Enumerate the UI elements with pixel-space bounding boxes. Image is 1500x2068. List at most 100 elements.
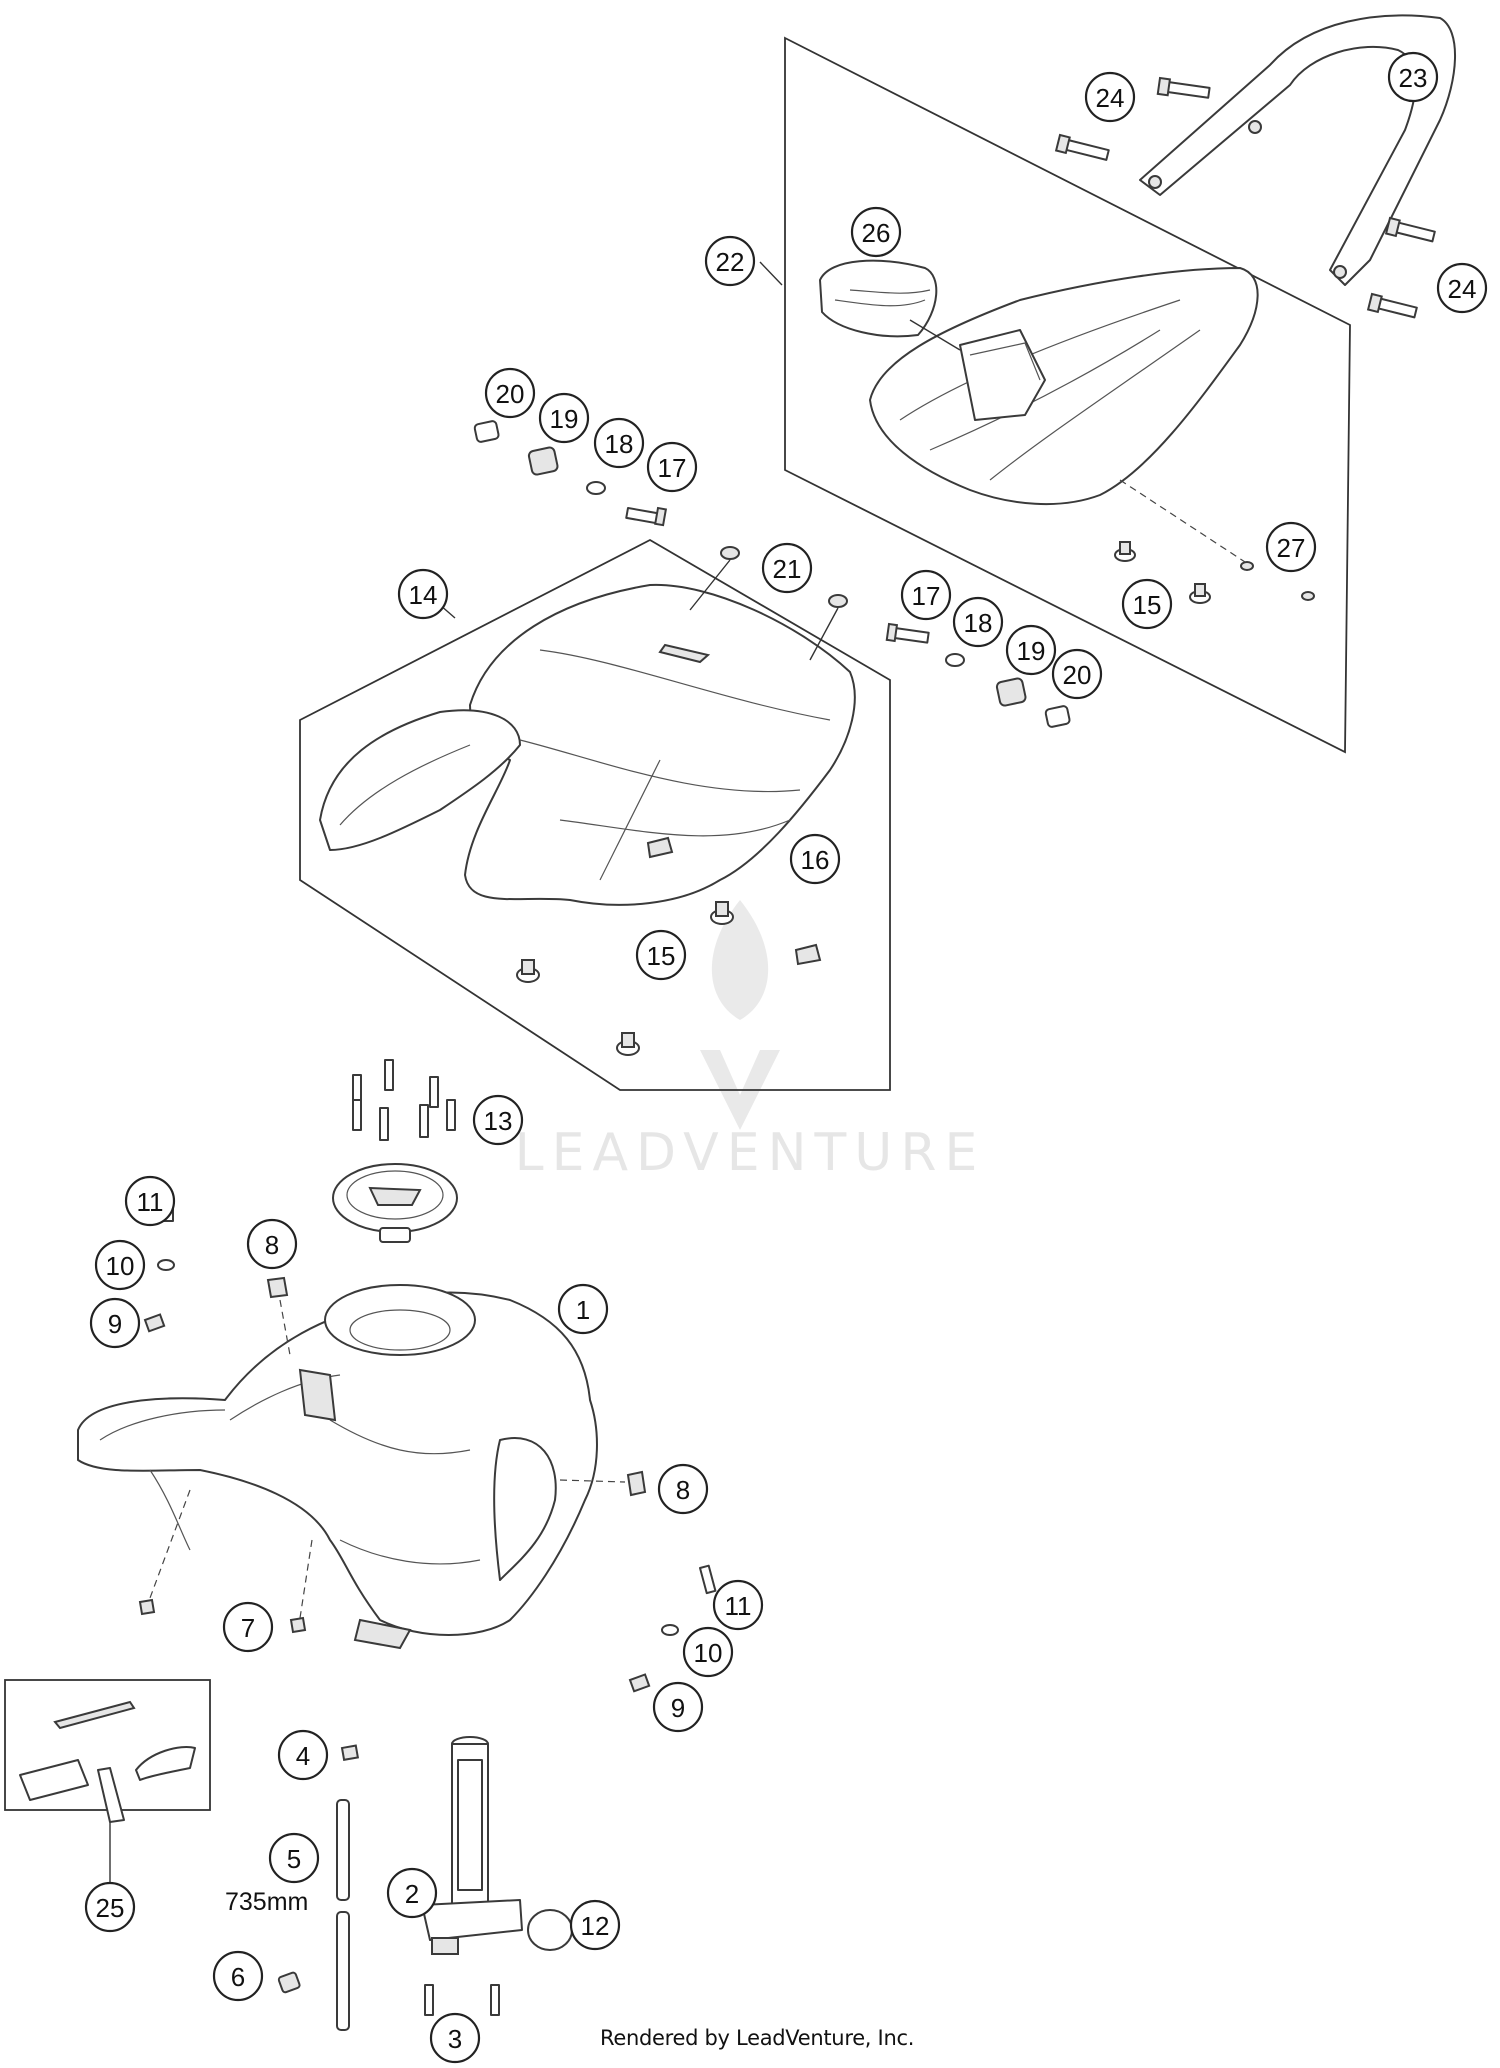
callout-number: 14 — [409, 580, 438, 610]
clip-16 — [646, 836, 822, 966]
callout-number: 4 — [296, 1741, 310, 1771]
callout-7: 7 — [222, 1601, 274, 1653]
clamp-4 — [340, 1744, 360, 1761]
screws-13 — [352, 1059, 456, 1141]
callout-number: 2 — [405, 1879, 419, 1909]
callout-17: 17 — [900, 569, 952, 621]
callout-9: 9 — [89, 1297, 141, 1349]
callout-number: 8 — [265, 1230, 279, 1260]
callout-number: 13 — [484, 1106, 513, 1136]
callout-number: 17 — [658, 453, 687, 483]
callout-number: 26 — [862, 218, 891, 248]
callout-number: 24 — [1096, 83, 1125, 113]
callout-11: 11 — [712, 1579, 764, 1631]
callout-17: 17 — [646, 441, 698, 493]
bushing-19-right — [995, 677, 1027, 707]
callout-19: 19 — [538, 392, 590, 444]
callout-18: 18 — [952, 596, 1004, 648]
callout-number: 18 — [964, 608, 993, 638]
nut-7 — [138, 1598, 307, 1634]
rubber-damper-15-front — [516, 901, 734, 1056]
connector-6 — [277, 1971, 301, 1994]
callout-number: 17 — [912, 581, 941, 611]
callout-number: 1 — [576, 1295, 590, 1325]
bolt-24-top — [1156, 76, 1211, 99]
callout-number: 19 — [1017, 636, 1046, 666]
rear-seat-frame — [784, 36, 1351, 754]
washer-10-left — [157, 1259, 175, 1271]
callout-13: 13 — [472, 1094, 524, 1146]
screws-3 — [424, 1984, 500, 2016]
callout-number: 20 — [1063, 660, 1092, 690]
rendered-by-credit: Rendered by LeadVenture, Inc. — [600, 2026, 915, 2050]
callout-19: 19 — [1005, 624, 1057, 676]
callout-24: 24 — [1084, 71, 1136, 123]
spacer-20-right — [1044, 705, 1071, 728]
callout-number: 21 — [773, 554, 802, 584]
callout-number: 6 — [231, 1962, 245, 1992]
callout-number: 11 — [725, 1591, 752, 1621]
grab-handle — [1139, 14, 1457, 286]
callout-number: 10 — [694, 1638, 723, 1668]
callout-23: 23 — [1387, 51, 1439, 103]
seat-pad — [819, 259, 938, 338]
callout-27: 27 — [1265, 521, 1317, 573]
callout-number: 25 — [96, 1893, 125, 1923]
callout-6: 6 — [212, 1950, 264, 2002]
callout-number: 10 — [106, 1251, 135, 1281]
callout-number: 23 — [1399, 63, 1428, 93]
callout-20: 20 — [1051, 648, 1103, 700]
callout-20: 20 — [484, 367, 536, 419]
callout-number: 22 — [716, 247, 745, 277]
fuel-tank — [77, 1284, 598, 1650]
rubber-damper-15-a — [1114, 541, 1136, 562]
callout-26: 26 — [850, 206, 902, 258]
callout-number: 15 — [647, 941, 676, 971]
front-seat — [319, 583, 856, 906]
callout-25: 25 — [84, 1881, 136, 1933]
callout-number: 24 — [1448, 274, 1477, 304]
bolt-17-left — [625, 506, 668, 527]
bolt-17-right — [885, 622, 930, 644]
callout-number: 11 — [137, 1187, 164, 1217]
callout-2: 2 — [386, 1867, 438, 1919]
callout-24: 24 — [1436, 262, 1488, 314]
callout-number: 19 — [550, 404, 579, 434]
callout-number: 15 — [1133, 590, 1162, 620]
callout-number: 7 — [241, 1613, 255, 1643]
callout-number: 9 — [108, 1309, 122, 1339]
callout-9: 9 — [652, 1681, 704, 1733]
callout-number: 16 — [801, 845, 830, 875]
washer-10-right — [661, 1624, 679, 1636]
callout-12: 12 — [569, 1899, 621, 1951]
callout-11: 11 — [124, 1175, 176, 1227]
callout-21: 21 — [761, 542, 813, 594]
callout-number: 12 — [581, 1911, 610, 1941]
spacer-20-left — [473, 420, 500, 443]
callout-number: 20 — [496, 379, 525, 409]
callout-number: 9 — [671, 1693, 685, 1723]
fuel-pump — [421, 1736, 523, 1955]
washer-18-left — [586, 481, 606, 495]
spring-9-left — [143, 1313, 166, 1333]
screw-11-right — [699, 1564, 717, 1595]
decal-set — [19, 1700, 196, 1823]
callout-number: 5 — [287, 1844, 301, 1874]
fuel-filler-cap — [332, 1163, 458, 1243]
callout-4: 4 — [277, 1729, 329, 1781]
rubber-damper-15-b — [1189, 583, 1211, 604]
hose-length-label: 735mm — [225, 1888, 309, 1916]
callout-16: 16 — [789, 833, 841, 885]
screw-27 — [1240, 561, 1315, 601]
seal-ring-12 — [527, 1909, 573, 1951]
callout-18: 18 — [593, 417, 645, 469]
callout-number: 27 — [1277, 533, 1306, 563]
washer-18-right — [945, 653, 965, 667]
callout-number: 3 — [448, 2024, 462, 2054]
callout-number: 8 — [676, 1475, 690, 1505]
callout-15: 15 — [635, 929, 687, 981]
callout-10: 10 — [94, 1239, 146, 1291]
screw-21 — [689, 546, 848, 661]
callout-1: 1 — [557, 1283, 609, 1335]
